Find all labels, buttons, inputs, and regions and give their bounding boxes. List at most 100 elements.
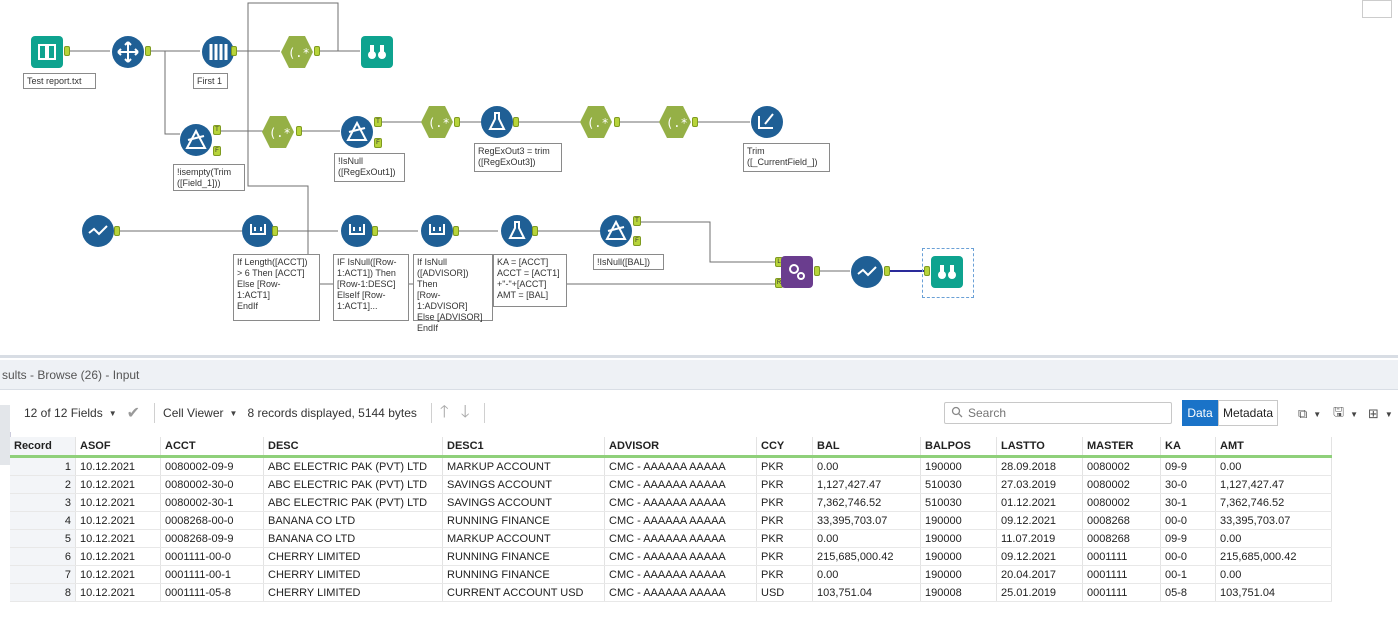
column-header[interactable]: CCY	[756, 437, 813, 458]
filter-icon[interactable]	[180, 124, 212, 156]
table-cell[interactable]: 190000	[920, 511, 997, 530]
select-move-icon[interactable]	[112, 36, 144, 68]
table-cell[interactable]: 11.07.2019	[996, 529, 1083, 548]
output-anchor[interactable]	[614, 117, 620, 127]
table-cell[interactable]: 3	[10, 493, 76, 512]
regex-icon[interactable]: (.*)	[262, 116, 294, 148]
table-cell[interactable]: 510030	[920, 493, 997, 512]
output-anchor[interactable]	[314, 46, 320, 56]
table-options-icon[interactable]: ⊞▼	[1368, 406, 1393, 421]
table-cell[interactable]: 0.00	[1215, 565, 1332, 584]
regex-icon[interactable]: (.*)	[281, 36, 313, 68]
output-anchor[interactable]	[454, 117, 460, 127]
table-cell[interactable]: 30-0	[1160, 475, 1216, 494]
filter-icon[interactable]	[600, 215, 632, 247]
table-cell[interactable]: 0001111	[1082, 565, 1161, 584]
false-anchor[interactable]: F	[213, 146, 221, 156]
table-cell[interactable]: 7,362,746.52	[812, 493, 921, 512]
sample-icon[interactable]	[202, 36, 234, 68]
table-cell[interactable]: 30-1	[1160, 493, 1216, 512]
table-cell[interactable]: PKR	[756, 529, 813, 548]
table-cell[interactable]: 20.04.2017	[996, 565, 1083, 584]
table-cell[interactable]: 33,395,703.07	[1215, 511, 1332, 530]
table-cell[interactable]: CMC - AAAAAA AAAAA	[604, 475, 757, 494]
table-cell[interactable]: 190000	[920, 529, 997, 548]
join-gears-icon[interactable]	[781, 256, 813, 288]
column-header[interactable]: BALPOS	[920, 437, 997, 458]
output-anchor[interactable]	[453, 226, 459, 236]
table-cell[interactable]: 10.12.2021	[75, 547, 161, 566]
table-cell[interactable]: 0001111-05-8	[160, 583, 264, 602]
table-cell[interactable]: 0001111	[1082, 547, 1161, 566]
table-cell[interactable]: CMC - AAAAAA AAAAA	[604, 511, 757, 530]
output-anchor[interactable]	[372, 226, 378, 236]
input-anchor[interactable]	[924, 266, 930, 276]
table-cell[interactable]: 0080002-30-0	[160, 475, 264, 494]
table-cell[interactable]: 0.00	[812, 529, 921, 548]
save-icon[interactable]: 🖫▼	[1333, 404, 1358, 419]
table-cell[interactable]: CMC - AAAAAA AAAAA	[604, 456, 757, 476]
data-cleansing-icon[interactable]	[751, 106, 783, 138]
table-cell[interactable]: 10.12.2021	[75, 511, 161, 530]
formula-flask-icon[interactable]	[501, 215, 533, 247]
table-cell[interactable]: 00-0	[1160, 511, 1216, 530]
true-anchor[interactable]: T	[213, 125, 221, 135]
table-cell[interactable]: 25.01.2019	[996, 583, 1083, 602]
table-cell[interactable]: 27.03.2019	[996, 475, 1083, 494]
table-cell[interactable]: 0.00	[812, 565, 921, 584]
true-anchor[interactable]: T	[374, 117, 382, 127]
table-cell[interactable]: 10.12.2021	[75, 583, 161, 602]
table-cell[interactable]: 7	[10, 565, 76, 584]
table-cell[interactable]: 8	[10, 583, 76, 602]
table-cell[interactable]: 0080002	[1082, 456, 1161, 476]
multirow-formula-icon[interactable]	[242, 215, 274, 247]
table-cell[interactable]: SAVINGS ACCOUNT	[442, 493, 605, 512]
input-book-icon[interactable]	[31, 36, 63, 68]
column-header[interactable]: DESC1	[442, 437, 605, 458]
table-cell[interactable]: RUNNING FINANCE	[442, 565, 605, 584]
table-cell[interactable]: 0008268-00-0	[160, 511, 264, 530]
check-icon[interactable]: ✔	[126, 405, 141, 422]
table-cell[interactable]: 10.12.2021	[75, 475, 161, 494]
table-cell[interactable]: MARKUP ACCOUNT	[442, 529, 605, 548]
table-cell[interactable]: ABC ELECTRIC PAK (PVT) LTD	[263, 475, 443, 494]
table-cell[interactable]: 0.00	[1215, 456, 1332, 476]
table-cell[interactable]: 0080002	[1082, 475, 1161, 494]
output-anchor[interactable]	[884, 266, 890, 276]
table-cell[interactable]: 09-9	[1160, 456, 1216, 476]
table-cell[interactable]: 0080002-09-9	[160, 456, 264, 476]
cell-viewer-dropdown[interactable]: Cell Viewer ▼	[163, 406, 237, 420]
table-cell[interactable]: CHERRY LIMITED	[263, 547, 443, 566]
table-cell[interactable]: 09-9	[1160, 529, 1216, 548]
formula-flask-icon[interactable]	[481, 106, 513, 138]
table-cell[interactable]: 10.12.2021	[75, 529, 161, 548]
table-cell[interactable]: 0008268	[1082, 529, 1161, 548]
column-header[interactable]: KA	[1160, 437, 1216, 458]
metadata-tab-button[interactable]: Metadata	[1218, 400, 1278, 426]
table-cell[interactable]: 1,127,427.47	[1215, 475, 1332, 494]
table-cell[interactable]: PKR	[756, 511, 813, 530]
false-anchor[interactable]: F	[374, 138, 382, 148]
table-cell[interactable]: CMC - AAAAAA AAAAA	[604, 547, 757, 566]
table-cell[interactable]: BANANA CO LTD	[263, 511, 443, 530]
table-cell[interactable]: RUNNING FINANCE	[442, 511, 605, 530]
column-header[interactable]: MASTER	[1082, 437, 1161, 458]
column-header[interactable]: BAL	[812, 437, 921, 458]
table-cell[interactable]: 5	[10, 529, 76, 548]
table-cell[interactable]: 33,395,703.07	[812, 511, 921, 530]
table-cell[interactable]: 103,751.04	[812, 583, 921, 602]
canvas-overview-button[interactable]	[1362, 0, 1392, 18]
table-cell[interactable]: PKR	[756, 475, 813, 494]
table-cell[interactable]: 215,685,000.42	[812, 547, 921, 566]
false-anchor[interactable]: F	[633, 236, 641, 246]
search-input[interactable]	[966, 405, 1160, 421]
table-cell[interactable]: PKR	[756, 456, 813, 476]
browse-binoculars-icon[interactable]	[361, 36, 393, 68]
output-anchor[interactable]	[814, 266, 820, 276]
